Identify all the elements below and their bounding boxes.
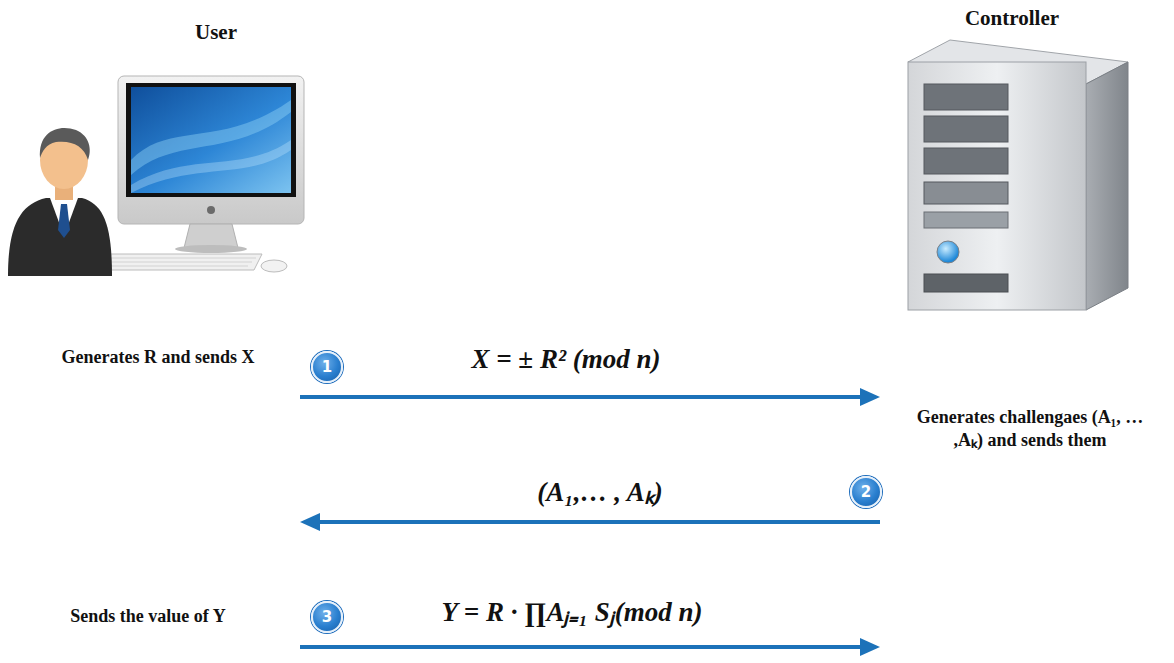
message-arrow xyxy=(300,638,880,656)
user-icon xyxy=(8,128,112,276)
callout-number: 3 xyxy=(311,601,343,633)
message-formula: X = ± R² (mod n) xyxy=(346,344,786,375)
message-formula: Y = R · ∏Aⱼ₌₁ Sⱼ(mod n) xyxy=(332,592,812,629)
step-description: Generates challengaes (A₁, … ,Aₖ) and se… xyxy=(914,406,1146,453)
step-description: Generates R and sends X xyxy=(48,346,268,369)
step-description: Sends the value of Y xyxy=(23,605,273,628)
callout-number: 1 xyxy=(311,351,343,383)
actor-label: User xyxy=(146,20,286,45)
message-formula: (A₁,… , Aₖ) xyxy=(440,472,760,509)
server-icon xyxy=(908,40,1128,310)
message-arrow xyxy=(300,388,880,406)
message-arrow xyxy=(300,513,880,531)
callout-number: 2 xyxy=(850,476,882,508)
actor-label: Controller xyxy=(922,6,1102,31)
